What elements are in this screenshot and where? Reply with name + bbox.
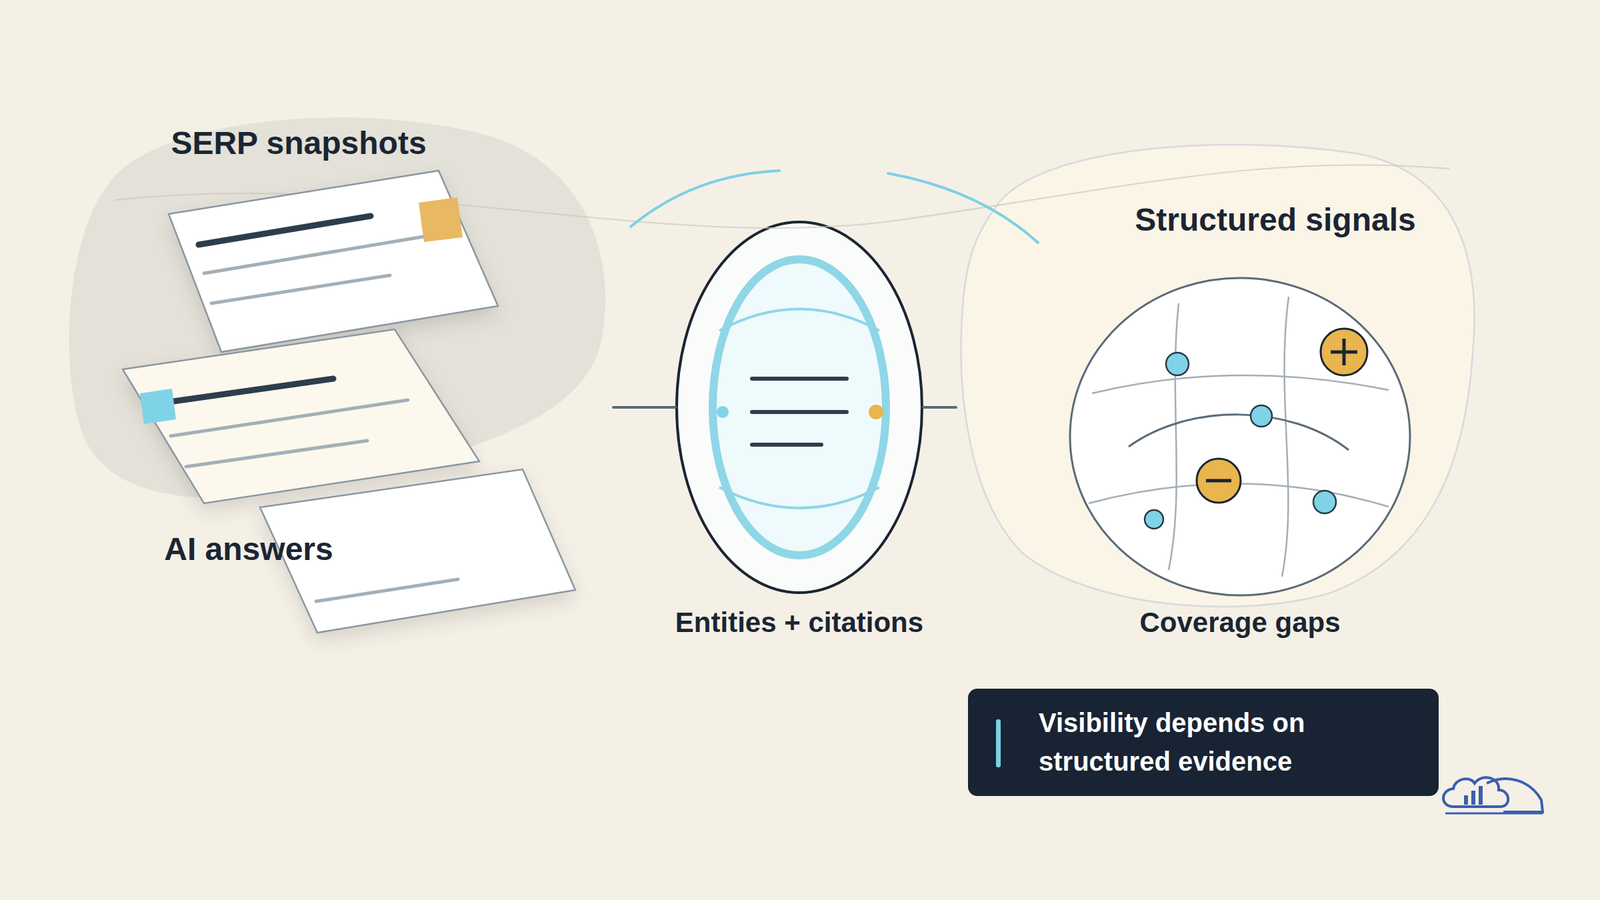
card-text-line <box>316 579 458 602</box>
logo-bar <box>1471 790 1476 805</box>
brand-logo <box>1443 777 1543 814</box>
text-line <box>752 376 847 381</box>
grid-curve <box>1282 296 1289 577</box>
coverage-circle-shape <box>1068 276 1412 597</box>
lens-ring <box>712 259 886 556</box>
signal-dot <box>1313 490 1336 514</box>
text-line <box>752 410 847 414</box>
entity-oval: Entities + citations <box>675 220 924 594</box>
connector-line <box>613 406 676 409</box>
signal-blob: Structured signalsCoverage gaps <box>956 140 1475 610</box>
entity-oval-shape <box>675 220 924 594</box>
callout-box-shape <box>968 688 1439 796</box>
oval-outline <box>676 222 922 593</box>
lens-arc <box>719 309 880 332</box>
grid-curve <box>1128 414 1349 450</box>
logo-bar <box>1464 795 1468 805</box>
signal-dot <box>1166 352 1189 376</box>
connector-line <box>923 406 956 409</box>
minus-sign <box>1206 479 1232 483</box>
node-label: Coverage gaps <box>1073 606 1407 640</box>
port-dot <box>716 406 729 418</box>
circle-outline <box>1070 278 1410 596</box>
node-label: Structured signals <box>1042 200 1509 240</box>
blob-outline <box>69 117 606 498</box>
port-dot <box>868 404 884 420</box>
node-label: Visibility depends on structured evidenc… <box>1038 703 1399 781</box>
source-blob-shape <box>66 106 614 520</box>
node-label: AI answers <box>115 530 382 569</box>
text-line <box>752 442 822 447</box>
lens-arc <box>719 487 880 508</box>
plus-sign <box>1330 338 1358 366</box>
callout-box: Visibility depends on structured evidenc… <box>968 688 1439 796</box>
node-label: SERP snapshots <box>98 124 499 163</box>
signal-dot <box>1144 510 1164 529</box>
source-blob: SERP snapshotsAI answers <box>66 106 614 520</box>
logo-cloud <box>1443 777 1508 807</box>
signal-arc <box>630 170 780 227</box>
node-label: Entities + citations <box>599 606 1000 640</box>
logo-bar <box>1478 786 1483 805</box>
plus-badge <box>1320 328 1368 376</box>
grid-curve <box>1168 303 1179 570</box>
coverage-circle: Coverage gaps <box>1068 276 1412 597</box>
accent-bar <box>996 719 1001 768</box>
grid-curve <box>1092 375 1389 394</box>
logo-base <box>1445 812 1543 815</box>
signal-dot <box>1250 405 1272 427</box>
logo-swoosh <box>1486 778 1543 812</box>
minus-badge <box>1196 458 1241 503</box>
